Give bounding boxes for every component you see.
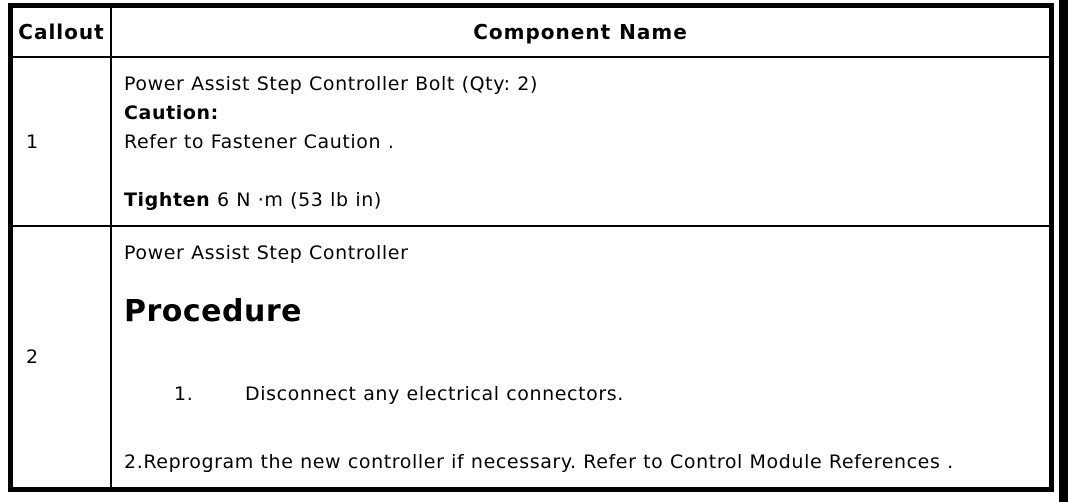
procedure-step-1-number: 1.	[174, 383, 194, 405]
header-component-name: Component Name	[112, 8, 1049, 58]
blank-line	[124, 157, 1039, 186]
table-row-1-component-cell: Power Assist Step Controller Bolt (Qty: …	[112, 58, 1049, 227]
component-name-text: Power Assist Step Controller	[124, 242, 409, 264]
procedure-step-1-text: Disconnect any electrical connectors.	[245, 383, 624, 405]
table-row-1-callout-cell: 1	[13, 58, 112, 227]
caution-label: Caution:	[124, 102, 219, 124]
page-edge-rule	[1059, 0, 1068, 502]
callout-number-2: 2	[26, 346, 39, 368]
header-component-name-label: Component Name	[473, 20, 688, 44]
procedure-heading: Procedure	[124, 294, 302, 329]
caution-reference-text: Refer to Fastener Caution .	[124, 131, 395, 153]
component-callout-table: Callout Component Name 1 Power Assist St…	[8, 3, 1054, 492]
header-callout-label: Callout	[18, 20, 105, 44]
header-callout: Callout	[13, 8, 112, 58]
procedure-step-2-text: 2.Reprogram the new controller if necess…	[124, 451, 954, 473]
tighten-label: Tighten	[124, 189, 211, 211]
table-row-2-component-cell: Power Assist Step Controller Procedure 1…	[112, 227, 1049, 487]
table-row-2-callout-cell: 2	[13, 227, 112, 487]
component-name-text: Power Assist Step Controller Bolt (Qty: …	[124, 73, 538, 95]
procedure-step-1: 1. Disconnect any electrical connectors.	[124, 380, 1039, 409]
callout-number-1: 1	[26, 130, 39, 153]
tighten-value: 6 N ·m (53 lb in)	[216, 189, 382, 211]
